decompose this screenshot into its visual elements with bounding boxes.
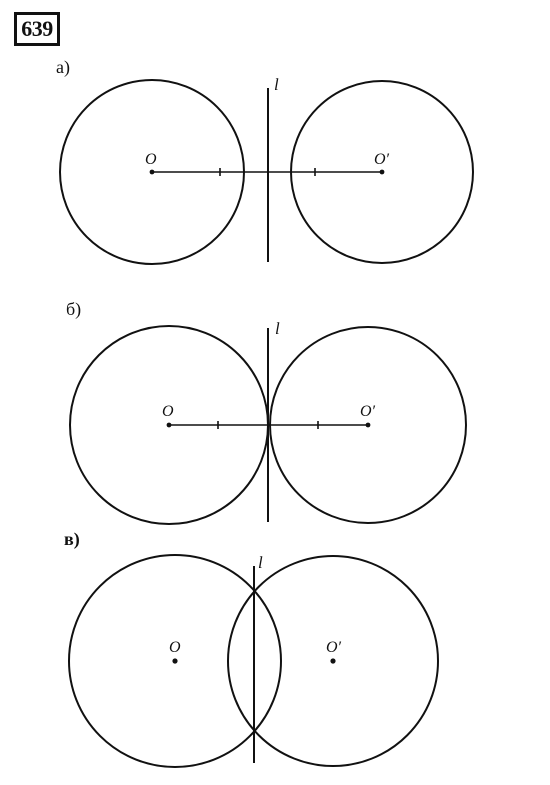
panel-v-label-l: l: [258, 553, 263, 572]
panel-a-label-l: l: [274, 75, 279, 94]
panel-a-point-o: [149, 169, 155, 175]
panel-b-figure: [69, 325, 467, 525]
panel-a-label: а): [56, 57, 70, 77]
panel-b-label-l: l: [275, 319, 280, 338]
panel-a-label-o: O: [145, 151, 157, 168]
panel-v-point-o: [172, 658, 178, 664]
panel-a-point-o-prime: [379, 169, 385, 175]
panel-v-label: в): [64, 529, 80, 549]
panel-v-label-o-prime: O′: [326, 639, 342, 656]
panel-b-point-o-prime: [365, 422, 371, 428]
panel-v-figure: [68, 554, 439, 768]
panel-v-circle-o-prime: [227, 555, 439, 767]
problem-number-badge: 639: [14, 12, 60, 46]
problem-number: 639: [21, 16, 53, 41]
panel-a-label-o-prime: O′: [374, 151, 390, 168]
panel-v-label-o: O: [169, 639, 181, 656]
panel-b-point-o: [166, 422, 172, 428]
panel-a-figure: [59, 79, 474, 265]
panel-b-label-o-prime: O′: [360, 403, 376, 420]
panel-b-label-o: O: [162, 403, 174, 420]
panel-v-circle-o: [68, 554, 282, 768]
panel-b-label: б): [66, 299, 82, 319]
panel-v-point-o-prime: [330, 658, 336, 664]
